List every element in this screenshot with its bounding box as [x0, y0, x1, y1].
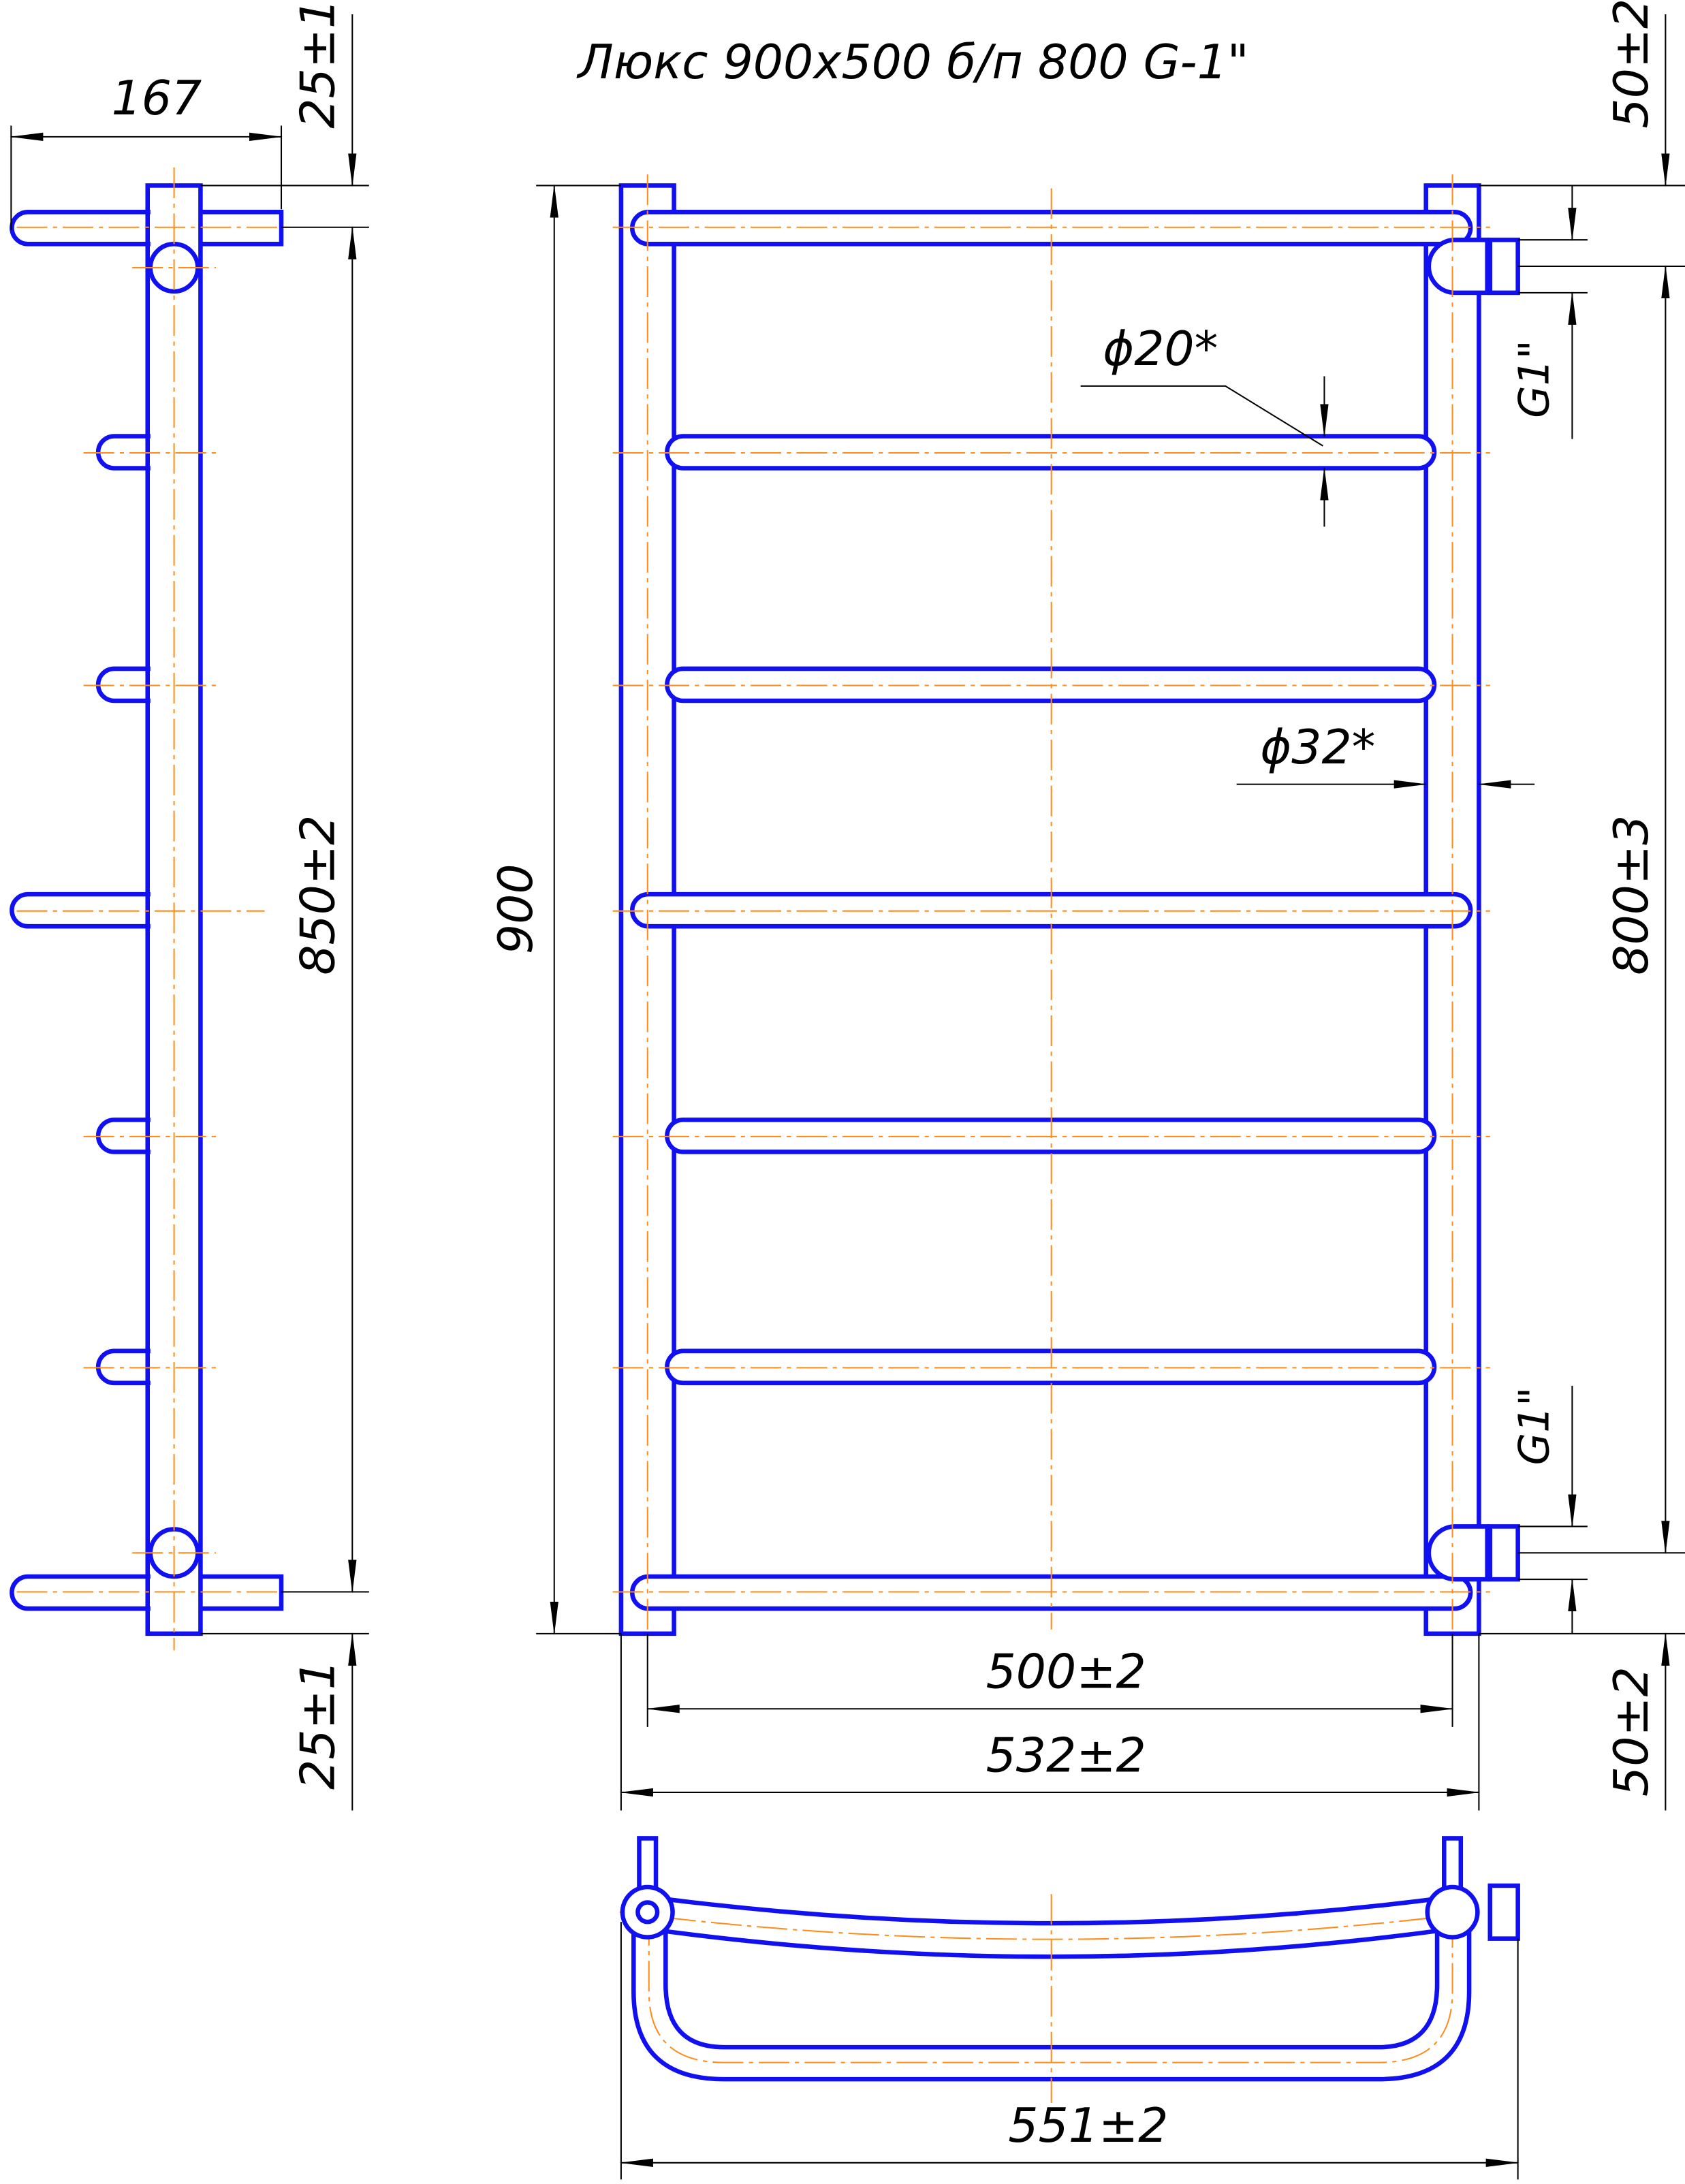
dim-right-top: 50±2 — [1604, 0, 1659, 129]
front-view: 900 50±2 800±3 50±2 G1" G1" ϕ20* ϕ32* 50… — [488, 0, 1685, 1811]
top-view: 551±2 — [619, 1836, 1520, 2180]
dim-inner-width: 500±2 — [986, 1645, 1146, 1700]
top-left-bracket — [637, 1836, 659, 1897]
dim-right-bottom: 50±2 — [1604, 1666, 1659, 1797]
top-rung — [647, 1895, 1453, 1959]
top-connection — [1487, 1883, 1520, 1941]
dim-center-distance: 800±3 — [1604, 815, 1659, 975]
dim-riser-diameter: ϕ32* — [1260, 720, 1375, 775]
dim-side-height: 850±2 — [291, 815, 346, 975]
side-view: 167 25±1 850±2 25±1 — [10, 0, 369, 1811]
dim-thread-bottom: G1" — [1511, 1387, 1559, 1466]
side-mid-rung — [10, 891, 151, 929]
dim-outer-width: 532±2 — [986, 1728, 1146, 1783]
dim-thread-top: G1" — [1511, 340, 1559, 418]
drawing-title: Люкс 900x500 б/п 800 G-1" — [576, 35, 1249, 90]
connections — [1426, 237, 1520, 1582]
dim-rung-diameter: ϕ20* — [1103, 321, 1218, 377]
dim-side-bottom: 25±1 — [291, 1660, 346, 1790]
top-right-riser — [1425, 1884, 1480, 1940]
dim-side-top: 25±1 — [291, 0, 346, 129]
dim-top-width: 551±2 — [1008, 2098, 1168, 2153]
side-short-rungs — [95, 434, 151, 1386]
dim-side-depth: 167 — [112, 71, 202, 126]
top-left-riser — [620, 1884, 675, 1940]
dim-front-height: 900 — [488, 864, 544, 954]
